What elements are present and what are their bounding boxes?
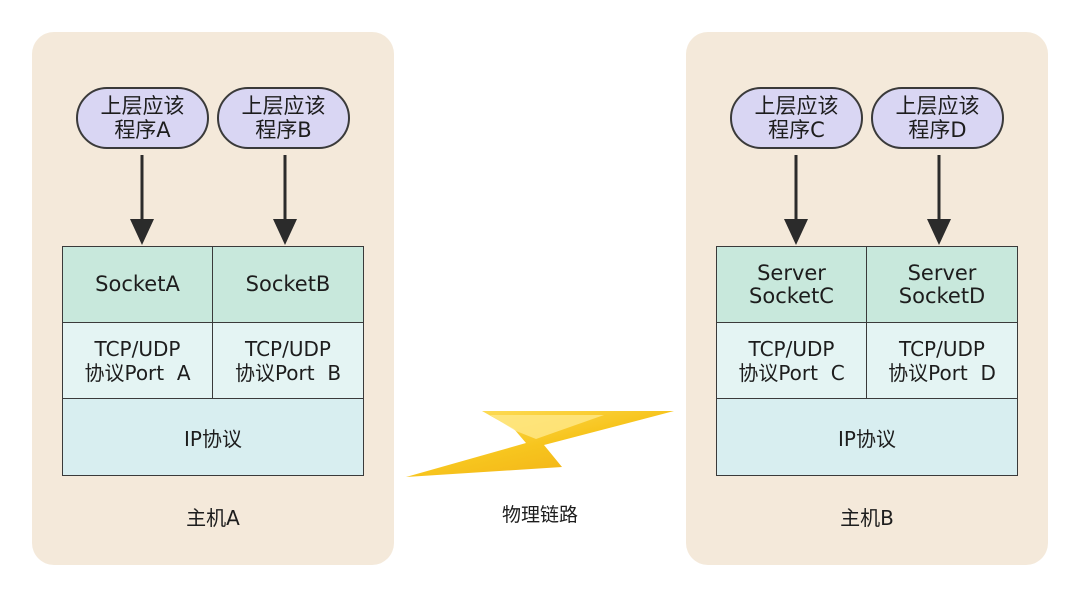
host-a-label: 主机A — [186, 506, 240, 530]
transport-port-a: TCP/UDP 协议Port A — [63, 323, 213, 399]
host-a-panel: 上层应该 程序A 上层应该 程序B SocketA SocketB TCP/UD… — [32, 32, 394, 565]
socket-b-line1: SocketB — [245, 272, 331, 296]
transport-port-d-line1: TCP/UDP — [899, 336, 985, 361]
server-socket-c-line2: SocketC — [749, 283, 834, 308]
host-b-panel: 上层应该 程序C 上层应该 程序D Server SocketC Server … — [686, 32, 1048, 565]
app-program-d-line1: 上层应该 — [895, 94, 980, 118]
socket-a: SocketA — [63, 247, 213, 323]
app-program-d-line2: 程序D — [908, 118, 967, 142]
arrow-down-icon — [927, 155, 951, 245]
server-socket-d: Server SocketD — [867, 247, 1017, 323]
host-b-label: 主机B — [840, 506, 894, 530]
app-program-b-line2: 程序B — [255, 118, 312, 142]
ip-protocol-b: IP协议 — [717, 399, 1017, 475]
protocol-stack-b: Server SocketC Server SocketD TCP/UDP 协议… — [716, 246, 1018, 476]
app-program-a-line1: 上层应该 — [100, 94, 185, 118]
transport-port-c: TCP/UDP 协议Port C — [717, 323, 867, 399]
transport-port-b: TCP/UDP 协议Port B — [213, 323, 363, 399]
socket-a-line1: SocketA — [95, 272, 180, 296]
app-program-c: 上层应该 程序C — [730, 87, 863, 149]
app-program-d: 上层应该 程序D — [871, 87, 1004, 149]
server-socket-c: Server SocketC — [717, 247, 867, 323]
transport-port-c-line1: TCP/UDP — [748, 336, 835, 361]
app-program-c-line1: 上层应该 — [754, 94, 839, 118]
physical-link-label: 物理链路 — [501, 504, 578, 526]
server-socket-d-line2: SocketD — [898, 283, 986, 308]
arrow-down-icon — [273, 155, 297, 245]
socket-b: SocketB — [213, 247, 363, 323]
transport-port-b-line1: TCP/UDP — [245, 336, 331, 361]
app-program-b-line1: 上层应该 — [241, 94, 326, 118]
lightning-bolt-icon — [406, 411, 674, 477]
transport-port-a-line1: TCP/UDP — [94, 336, 181, 361]
protocol-stack-a: SocketA SocketB TCP/UDP 协议Port A TCP/UDP… — [62, 246, 364, 476]
server-socket-d-line1: Server — [907, 260, 977, 285]
ip-protocol-a: IP协议 — [63, 399, 363, 475]
arrow-down-icon — [130, 155, 154, 245]
transport-port-c-line2: 协议Port C — [738, 360, 845, 385]
app-program-a: 上层应该 程序A — [76, 87, 209, 149]
server-socket-c-line1: Server — [757, 260, 826, 285]
app-program-c-line2: 程序C — [768, 118, 825, 142]
transport-port-d-line2: 协议Port D — [888, 360, 996, 385]
transport-port-d: TCP/UDP 协议Port D — [867, 323, 1017, 399]
app-program-a-line2: 程序A — [114, 118, 171, 142]
transport-port-b-line2: 协议Port B — [234, 360, 342, 385]
transport-port-a-line2: 协议Port A — [84, 360, 191, 385]
arrow-down-icon — [784, 155, 808, 245]
app-program-b: 上层应该 程序B — [217, 87, 350, 149]
